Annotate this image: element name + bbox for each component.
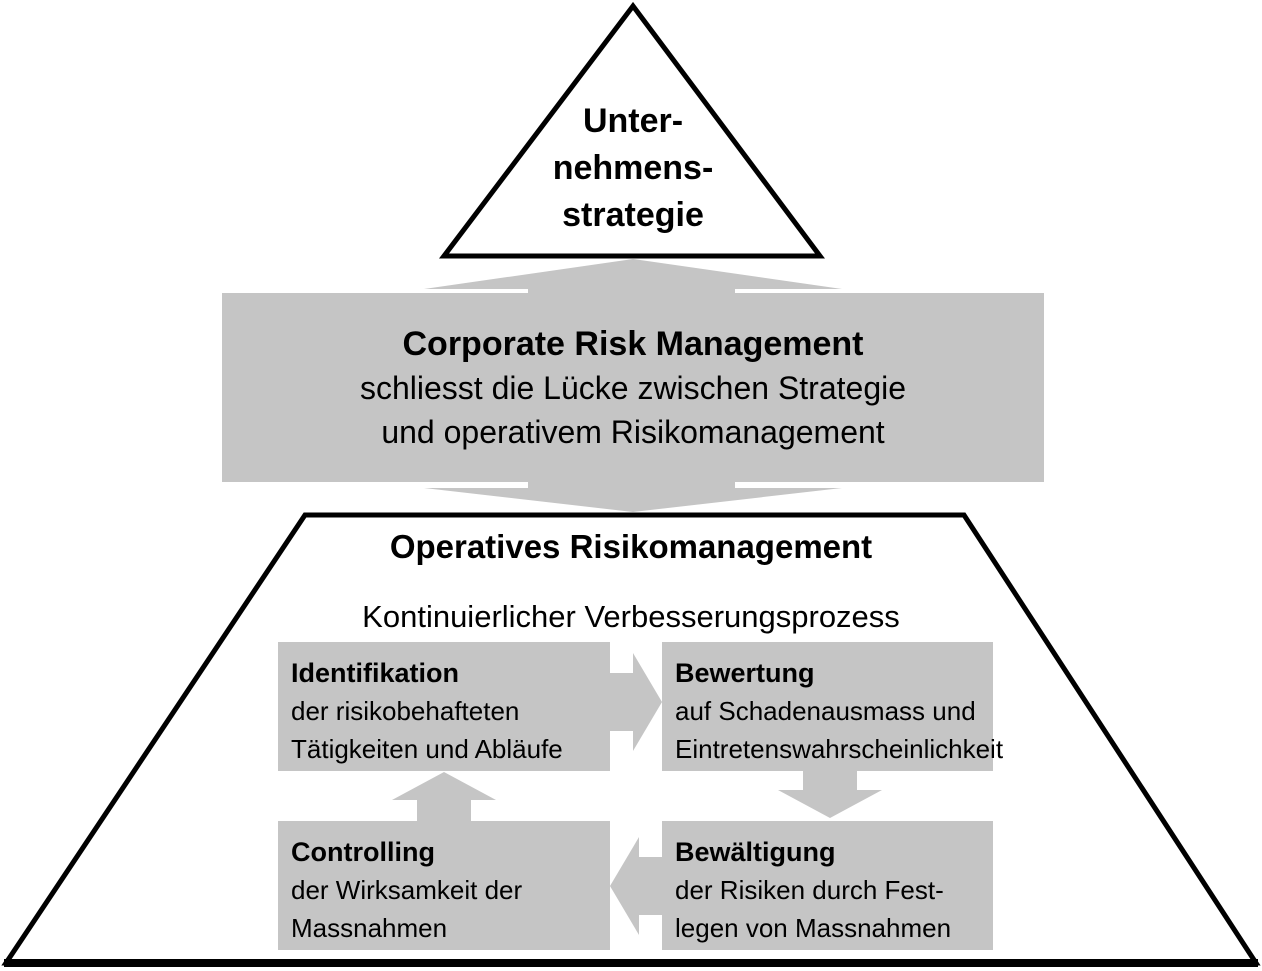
down-arrow-icon bbox=[424, 475, 842, 512]
corporate-risk-line3: und operativem Risikomanagement bbox=[381, 413, 885, 450]
controlling-title: Controlling bbox=[291, 837, 435, 867]
bewaeltigung-title: Bewältigung bbox=[675, 837, 836, 867]
identifikation-title: Identifikation bbox=[291, 658, 459, 688]
bewaeltigung-line1: der Risiken durch Fest- bbox=[675, 875, 944, 905]
arrow-identifikation-to-bewertung-icon bbox=[606, 653, 662, 751]
corporate-risk-title: Corporate Risk Management bbox=[402, 324, 864, 363]
improvement-process-label: Kontinuierlicher Verbesserungsprozess bbox=[362, 599, 900, 634]
up-arrow-icon bbox=[424, 259, 842, 300]
identifikation-line1: der risikobehafteten bbox=[291, 696, 520, 726]
controlling-box: Controlling der Wirksamkeit der Massnahm… bbox=[278, 821, 610, 950]
strategy-label-line2: nehmens- bbox=[552, 149, 714, 187]
arrow-controlling-to-identifikation-icon bbox=[392, 772, 496, 824]
strategy-triangle-shape bbox=[438, 1, 825, 259]
strategy-label-line1: Unter- bbox=[582, 102, 684, 140]
arrow-bewaeltigung-to-controlling-icon bbox=[610, 837, 666, 935]
bewertung-line1: auf Schadenausmass und bbox=[675, 696, 976, 726]
identifikation-line2: Tätigkeiten und Abläufe bbox=[291, 734, 563, 764]
bewaeltigung-line2: legen von Massnahmen bbox=[675, 913, 952, 943]
bewertung-box: Bewertung auf Schadenausmass und Eintret… bbox=[662, 642, 1004, 771]
strategy-label: Unter- nehmens- strategie bbox=[383, 98, 883, 239]
arrow-bewertung-to-bewaeltigung-icon bbox=[778, 768, 882, 818]
corporate-risk-box: Corporate Risk Management schliesst die … bbox=[222, 293, 1044, 482]
controlling-line2: Massnahmen bbox=[291, 913, 448, 943]
bewertung-title: Bewertung bbox=[675, 658, 815, 688]
bewertung-line2: Eintretenswahrscheinlichkeit bbox=[675, 734, 1004, 764]
operational-title: Operatives Risikomanagement bbox=[389, 528, 873, 565]
corporate-risk-line2: schliesst die Lücke zwischen Strategie bbox=[359, 369, 907, 406]
strategy-label-line3: strategie bbox=[562, 196, 704, 234]
identifikation-box: Identifikation der risikobehafteten Täti… bbox=[278, 642, 610, 771]
bewaeltigung-box: Bewältigung der Risiken durch Fest- lege… bbox=[662, 821, 993, 950]
controlling-line1: der Wirksamkeit der bbox=[291, 875, 523, 905]
